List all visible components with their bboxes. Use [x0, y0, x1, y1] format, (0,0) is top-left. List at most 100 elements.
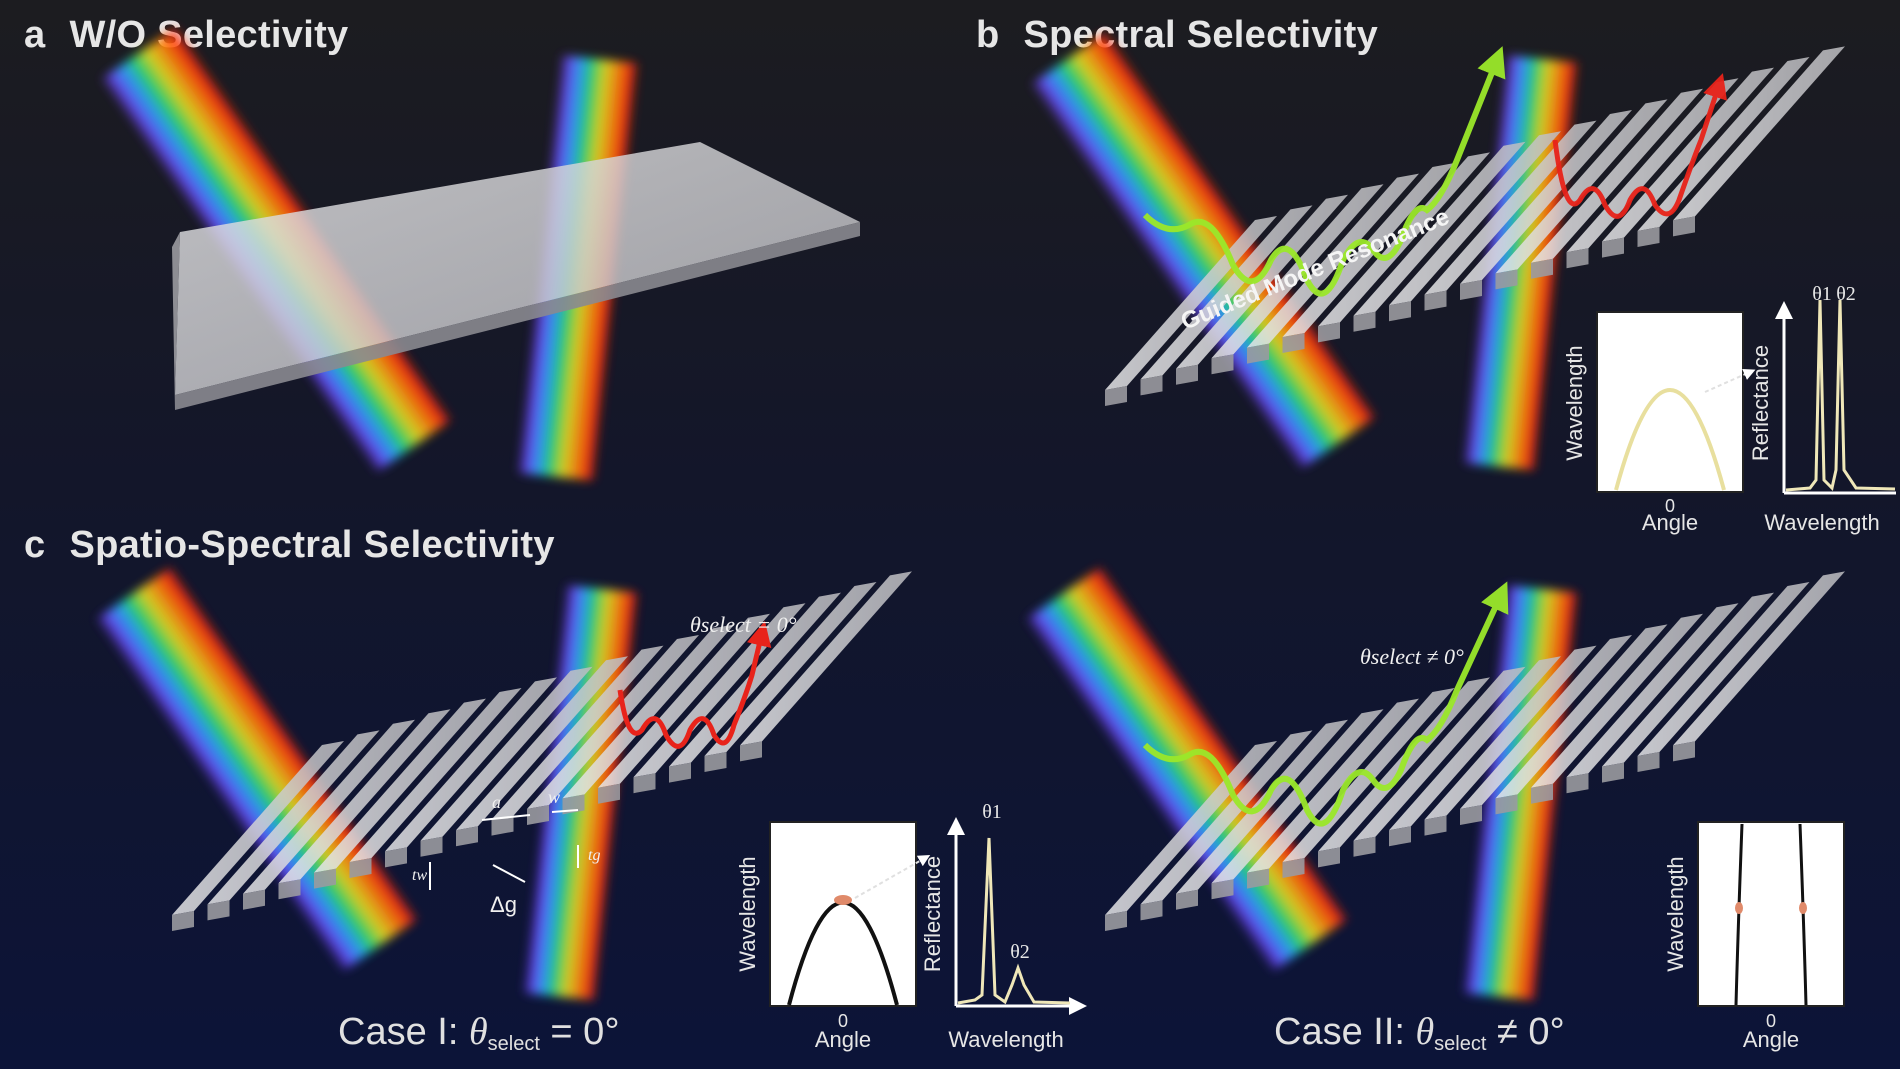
- grating-bar: [1247, 173, 1419, 364]
- inset-c2-angle-label: Angle: [1743, 1027, 1799, 1052]
- dim-tw-label: tw: [412, 867, 427, 884]
- grating-bar: [1460, 110, 1632, 300]
- grating-bar: [527, 635, 699, 825]
- grating-bar: [1211, 184, 1384, 375]
- panel-c2-diagram: θselect ≠ 0° 0 Angle Wavelength: [1025, 565, 1845, 1052]
- inset-b-theta2: θ2: [1836, 283, 1856, 305]
- grating-bar: [1247, 698, 1419, 889]
- grating-bar: [1389, 131, 1561, 322]
- grating-bar: [1353, 141, 1526, 332]
- grating-bar: [1105, 741, 1277, 931]
- grating-bar: [349, 688, 522, 878]
- inset-c2-dispersion-frame: [1697, 821, 1845, 1007]
- grating-bar: [1673, 571, 1845, 762]
- inset-c1-dispersion-frame: [769, 821, 917, 1007]
- panel-a-diagram: [100, 25, 860, 482]
- grating-c1: [172, 571, 912, 931]
- panel-a-letter: a: [24, 14, 46, 56]
- grating-bar: [1211, 709, 1384, 900]
- grating-bar: [172, 741, 344, 931]
- grating-bar: [669, 592, 841, 783]
- case-1-theta: θ: [468, 1011, 488, 1053]
- grating-bar: [1602, 67, 1774, 258]
- select-eq-annotation: θselect = 0°: [690, 612, 797, 637]
- panel-b-letter: b: [976, 14, 1000, 56]
- inset-b-dispersion-curve: [1614, 388, 1726, 491]
- grating-bar: [207, 730, 380, 921]
- grating-bar: [1602, 592, 1774, 783]
- case-1-suffix: = 0°: [539, 1011, 620, 1053]
- incident-beam-c1: [95, 565, 420, 973]
- grating-bar: [243, 719, 415, 910]
- green-guided-wave-b: [1142, 46, 1506, 297]
- green-guided-wave-c2: [1142, 581, 1509, 827]
- inset-c1-zero: 0: [838, 1011, 848, 1031]
- grating-bar: [1495, 624, 1668, 815]
- dimension-marks: [429, 809, 579, 890]
- dim-w-label: w: [548, 787, 560, 807]
- grating-bar: [562, 624, 735, 815]
- inset-c2-curve-left: [1734, 823, 1744, 1006]
- grating-bar: [1353, 666, 1526, 857]
- panel-c-title-text: Spatio-Spectral Selectivity: [69, 524, 555, 566]
- red-reflected-wave-c1: [617, 620, 772, 749]
- inset-c2-curve-right: [1798, 823, 1808, 1006]
- slab-a: [172, 142, 860, 410]
- inset-c2-wavelength-ylabel: Wavelength: [1663, 856, 1688, 971]
- inset-c1-reflectance-peaks: [957, 837, 1071, 1005]
- inset-b-angle-label: Angle: [1642, 510, 1698, 535]
- case-2-prefix: Case II:: [1274, 1011, 1416, 1053]
- grating-bar: [1531, 88, 1703, 279]
- panel-c-title: c Spatio-Spectral Selectivity: [24, 524, 555, 567]
- panel-b-diagram: Guided Mode Resonance 0 Angle Wavelength…: [1030, 30, 1896, 535]
- inset-b-dispersion-frame: [1596, 311, 1744, 493]
- dim-dg-line: [492, 864, 526, 883]
- dim-tg-label: tg: [588, 847, 600, 864]
- panel-c-letter: c: [24, 524, 46, 566]
- inset-c1-reflectance: θ1 θ2 Reflectance Wavelength: [920, 801, 1087, 1052]
- inset-b-reflectance-peaks: [1785, 299, 1896, 492]
- grating-bar: [456, 656, 628, 847]
- inset-c1-dispersion: 0 Angle Wavelength: [735, 821, 931, 1052]
- case-2-theta: θ: [1415, 1011, 1435, 1053]
- red-reflected-wave-b: [1552, 73, 1727, 219]
- grating-bar: [278, 709, 451, 900]
- grating-bar: [1140, 205, 1313, 396]
- grating-bar: [1531, 613, 1703, 804]
- grating-bar: [1460, 635, 1632, 825]
- grating-bar: [1424, 120, 1597, 311]
- dim-a-line: [481, 814, 531, 821]
- grating-bar: [1424, 645, 1597, 836]
- inset-b-wavelength-xlabel: Wavelength: [1764, 510, 1879, 535]
- select-neq-annotation: θselect ≠ 0°: [1360, 644, 1464, 669]
- case-2-label: Case II: θselect ≠ 0°: [1274, 1010, 1565, 1056]
- case-2-sub: select: [1434, 1033, 1487, 1055]
- grating-bar: [1637, 57, 1810, 247]
- grating-bar: [704, 582, 877, 772]
- inset-b-dispersion: 0 Angle Wavelength: [1562, 311, 1756, 535]
- incident-beam-b: [1030, 30, 1378, 471]
- grating-bar: [598, 613, 770, 804]
- inset-c1-selected-point: [834, 895, 852, 905]
- inset-c1-theta1: θ1: [982, 801, 1002, 823]
- inset-c2-selected-point-left: [1735, 902, 1743, 914]
- case-2-suffix: ≠ 0°: [1486, 1011, 1565, 1053]
- grating-bar: [1105, 216, 1277, 406]
- grating-bar: [1566, 603, 1739, 794]
- grating-bar: [1389, 656, 1561, 847]
- inset-c2-selected-point-right: [1799, 902, 1807, 914]
- dim-a-label: a: [492, 792, 501, 812]
- inset-c1-wavelength-xlabel: Wavelength: [948, 1027, 1063, 1052]
- inset-c1-wavelength-ylabel: Wavelength: [735, 856, 760, 971]
- dim-dg-label: Δg: [490, 892, 517, 917]
- grating-bar: [420, 666, 593, 857]
- grating-bar: [1673, 46, 1845, 237]
- grating-bar: [1495, 99, 1668, 290]
- inset-c2-zero: 0: [1766, 1011, 1776, 1031]
- inset-c1-theta2: θ2: [1010, 941, 1030, 963]
- grating-bar: [740, 571, 912, 762]
- inset-c2-dispersion: 0 Angle Wavelength: [1663, 821, 1845, 1052]
